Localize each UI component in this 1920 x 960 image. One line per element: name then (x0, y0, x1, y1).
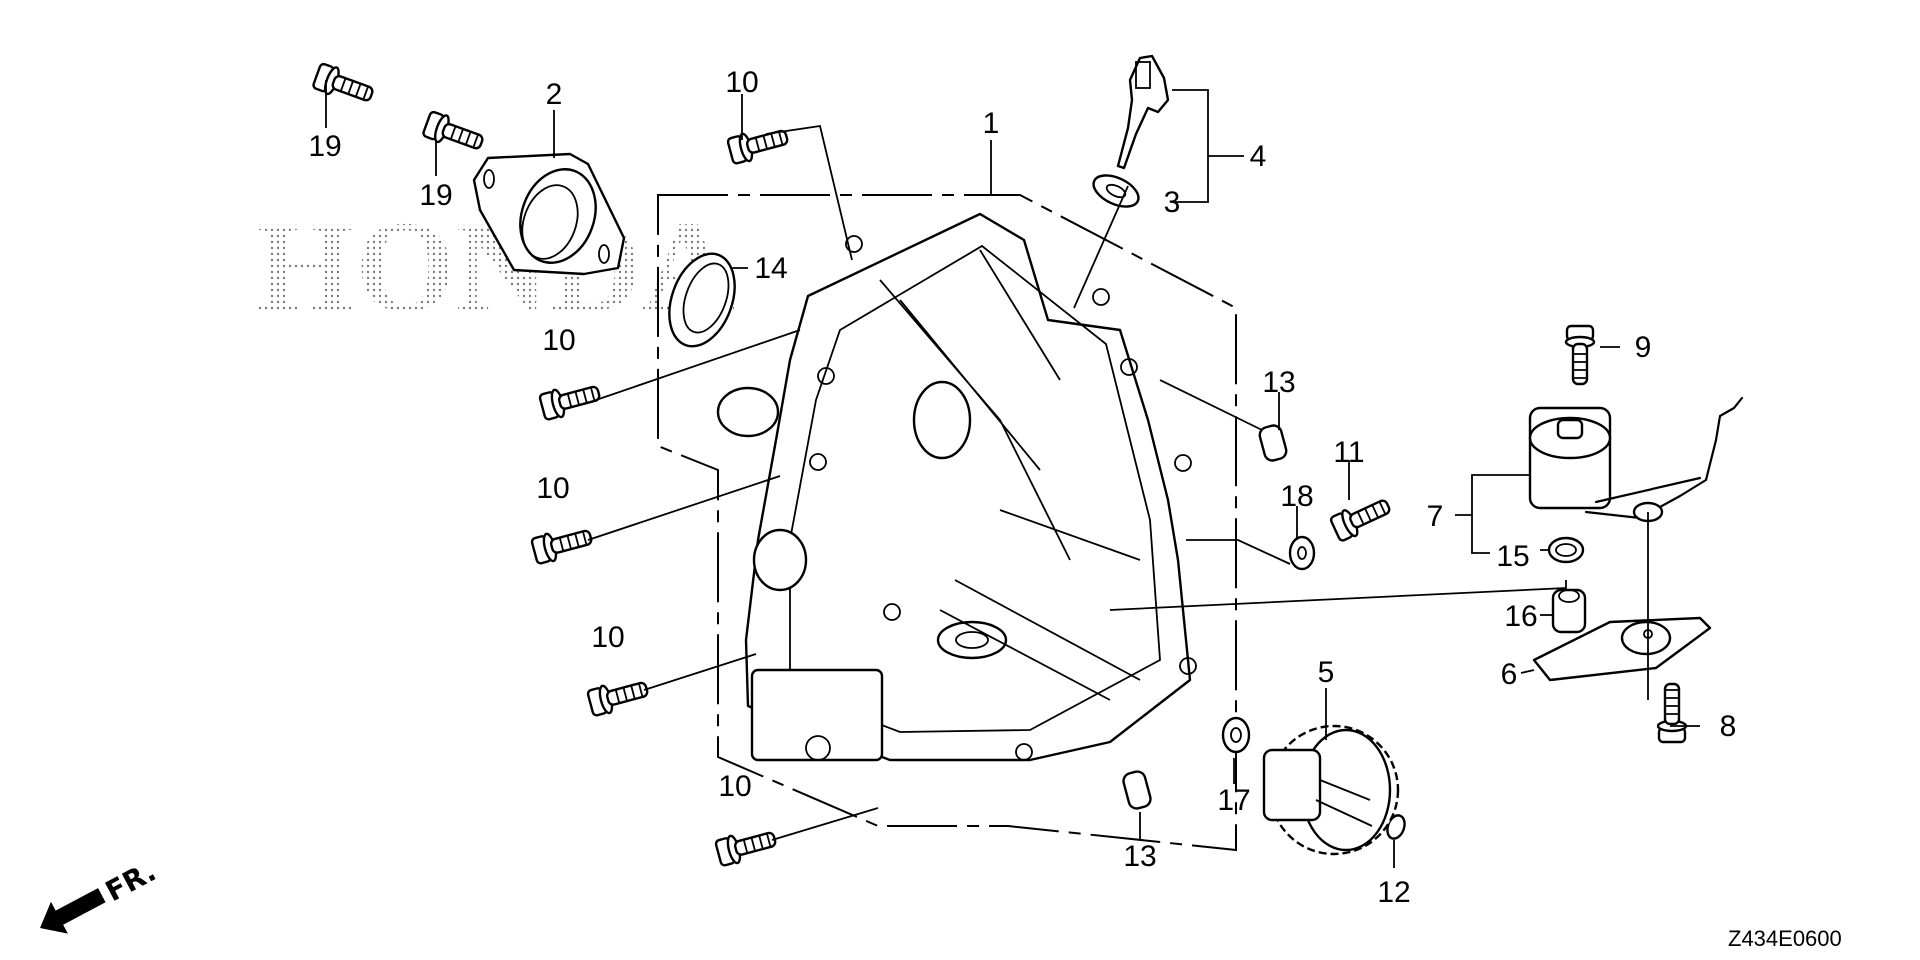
callout-17-washer[interactable]: 17 (1217, 784, 1250, 817)
bolt[interactable] (1564, 324, 1596, 386)
washer[interactable] (1221, 716, 1251, 754)
flange-bolt[interactable] (538, 379, 602, 421)
callout-10-flange-bolt[interactable]: 10 (542, 324, 575, 357)
callout-12-clip[interactable]: 12 (1377, 876, 1410, 909)
callout-5-governor-gear[interactable]: 5 (1318, 656, 1335, 689)
flange-cover[interactable] (472, 152, 626, 276)
flange-bolt[interactable] (422, 110, 486, 156)
callout-11-drain-bolt[interactable]: 11 (1333, 436, 1364, 469)
callout-10-flange-bolt[interactable]: 10 (725, 66, 758, 99)
collar[interactable] (1551, 588, 1587, 634)
callout-15-o-ring[interactable]: 15 (1496, 540, 1529, 573)
washer[interactable] (1089, 169, 1143, 213)
assembly-boundary (657, 194, 1237, 852)
oil-seal[interactable] (657, 245, 746, 356)
callout-1-crankcase-cover[interactable]: 1 (983, 107, 1000, 140)
callout-13-dowel-pin[interactable]: 13 (1262, 366, 1295, 399)
sealing-washer[interactable] (1288, 535, 1316, 571)
bracket[interactable] (1532, 616, 1712, 682)
clip[interactable] (1384, 813, 1407, 841)
front-direction-marker: FR. (40, 855, 161, 934)
dowel-pin[interactable] (1122, 770, 1153, 810)
leader-lines (325, 80, 1700, 868)
callout-16-collar[interactable]: 16 (1504, 600, 1537, 633)
oil-level-switch[interactable] (1528, 396, 1744, 523)
callout-9-bolt[interactable]: 9 (1635, 331, 1652, 364)
front-label: FR. (100, 855, 161, 908)
flange-bolt[interactable] (726, 123, 790, 165)
callout-14-oil-seal[interactable]: 14 (754, 252, 787, 285)
callout-6-bracket[interactable]: 6 (1501, 658, 1518, 691)
callout-13-dowel-pin[interactable]: 13 (1123, 840, 1156, 873)
callout-19-flange-bolt[interactable]: 19 (308, 130, 341, 163)
crankcase-cover[interactable] (716, 212, 1197, 762)
callout-8-bolt[interactable]: 8 (1720, 710, 1737, 743)
flange-bolt[interactable] (312, 62, 376, 108)
front-arrow-icon (40, 888, 106, 934)
callout-10-flange-bolt[interactable]: 10 (536, 472, 569, 505)
callout-3-washer[interactable]: 3 (1164, 186, 1181, 219)
flange-bolt[interactable] (586, 675, 650, 717)
bolt[interactable] (1656, 682, 1688, 744)
oil-filler-cap-dipstick[interactable] (1116, 54, 1170, 170)
callout-7-oil-level-switch[interactable]: 7 (1427, 500, 1444, 533)
drain-bolt[interactable] (1329, 493, 1393, 543)
flange-bolt[interactable] (530, 523, 594, 565)
figure-code: Z434E0600 (1728, 926, 1842, 951)
governor-gear[interactable] (1262, 724, 1400, 856)
callout-4-oil-filler-cap-dipstick[interactable]: 4 (1250, 140, 1267, 173)
dowel-pin[interactable] (1258, 424, 1288, 463)
callout-19-flange-bolt[interactable]: 19 (419, 179, 452, 212)
callout-10-flange-bolt[interactable]: 10 (718, 770, 751, 803)
flange-bolt[interactable] (714, 825, 778, 867)
callout-2-flange-cover[interactable]: 2 (546, 78, 563, 111)
o-ring[interactable] (1547, 536, 1585, 564)
callout-18-sealing-washer[interactable]: 18 (1280, 480, 1313, 513)
callout-10-flange-bolt[interactable]: 10 (591, 621, 624, 654)
